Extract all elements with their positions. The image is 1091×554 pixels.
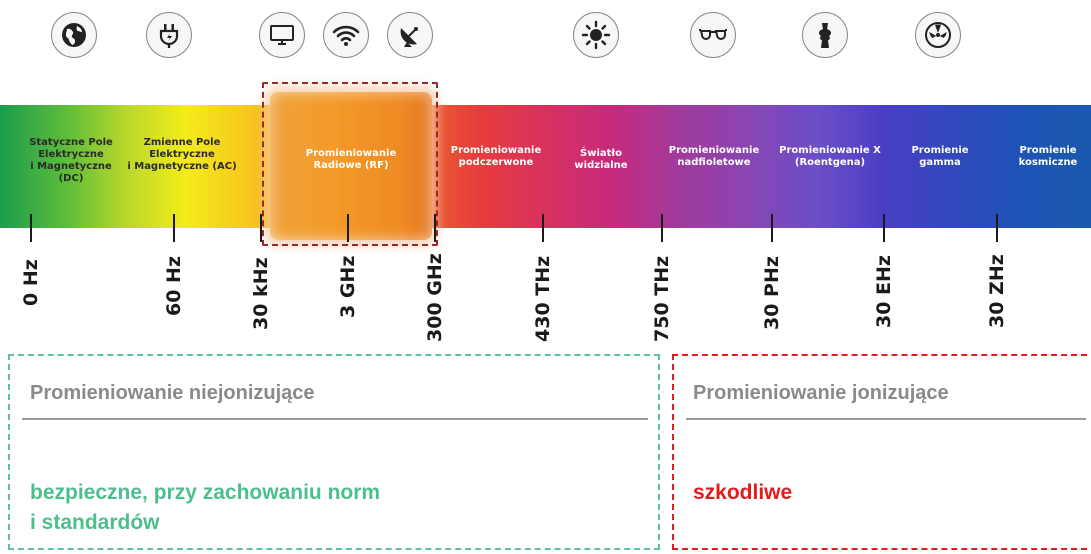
- tick-30zhz: [996, 214, 998, 242]
- freq-label: 430 THz: [532, 255, 554, 342]
- glasses-icon: [690, 12, 736, 58]
- tick-30khz: [260, 214, 262, 242]
- freq-label: 750 THz: [651, 255, 673, 342]
- ionizing-title: Promieniowanie jonizujące: [693, 382, 949, 404]
- non-ionizing-note: bezpieczne, przy zachowaniu norm i stand…: [30, 478, 380, 538]
- non-ionizing-title: Promieniowanie niejonizujące: [30, 382, 315, 404]
- tick-300ghz: [434, 214, 436, 242]
- tick-750thz: [661, 214, 663, 242]
- rf-dashed-frame: [262, 82, 438, 246]
- freq-label: 30 kHz: [250, 257, 272, 330]
- freq-label: 300 GHz: [424, 253, 446, 342]
- freq-label: 30 EHz: [873, 255, 895, 328]
- non-ionizing-note-line2: i standardów: [30, 511, 160, 534]
- globe-icon: [51, 12, 97, 58]
- ionizing-divider: [686, 418, 1086, 420]
- ionizing-note: szkodliwe: [693, 481, 793, 504]
- tick-30ehz: [883, 214, 885, 242]
- freq-label: 0 Hz: [20, 259, 42, 306]
- tick-430thz: [542, 214, 544, 242]
- power-plug-icon: [146, 12, 192, 58]
- radiation-icon: [915, 12, 961, 58]
- freq-label: 30 PHz: [761, 256, 783, 330]
- ionizing-box: [672, 354, 1091, 550]
- rf-highlight: [270, 92, 432, 240]
- tick-30phz: [771, 214, 773, 242]
- sun-icon: [573, 12, 619, 58]
- tick-3ghz: [347, 214, 349, 242]
- non-ionizing-divider: [22, 418, 648, 420]
- monitor-icon: [259, 12, 305, 58]
- non-ionizing-box: [8, 354, 660, 550]
- tick-0hz: [30, 214, 32, 242]
- bone-joint-icon: [802, 12, 848, 58]
- freq-label: 60 Hz: [163, 255, 185, 316]
- spectrum-bar: [0, 105, 1091, 228]
- band-label-x-ray: Promieniowanie X(Roentgena): [779, 145, 881, 168]
- freq-label: 3 GHz: [337, 255, 359, 318]
- wifi-icon: [323, 12, 369, 58]
- satellite-dish-icon: [387, 12, 433, 58]
- freq-label: 30 ZHz: [986, 254, 1008, 328]
- non-ionizing-note-line1: bezpieczne, przy zachowaniu norm: [30, 481, 381, 504]
- tick-60hz: [173, 214, 175, 242]
